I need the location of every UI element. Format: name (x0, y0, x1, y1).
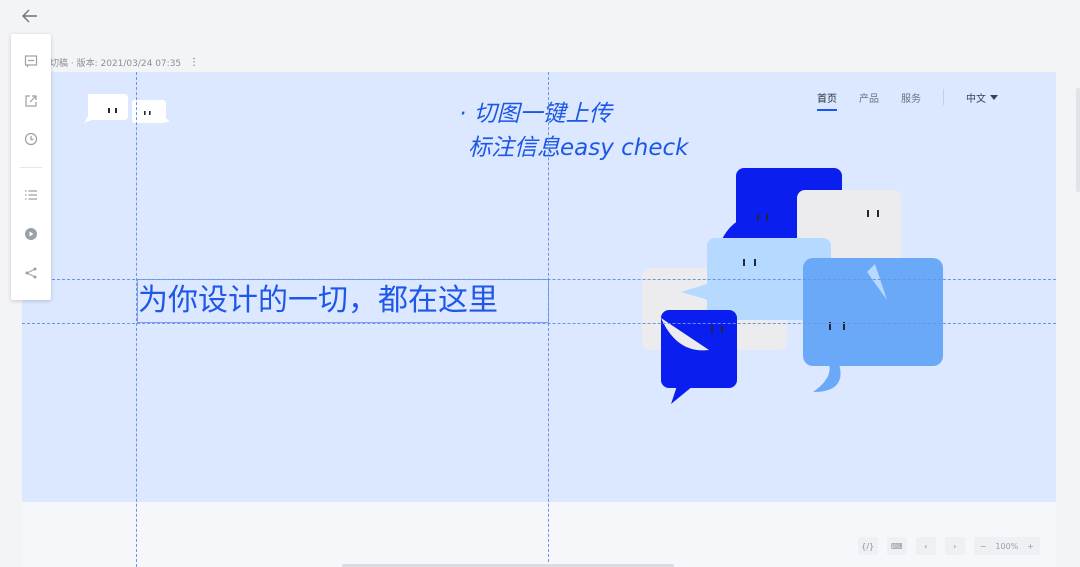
logo-icon (84, 94, 170, 123)
site-nav: 首页 产品 服务 中文 (795, 89, 998, 111)
next-page-button[interactable]: › (944, 537, 965, 555)
play-icon (25, 228, 37, 240)
export-button[interactable] (19, 90, 43, 112)
keyboard-button[interactable]: ⌨ (886, 537, 907, 555)
artboard[interactable]: · 切图一键上传 标注信息easy check 首页 产品 服务 中文 为你设计… (22, 72, 1056, 502)
nav-item-products[interactable]: 产品 (859, 94, 879, 105)
code-button[interactable]: {/} (857, 537, 878, 555)
toolbar-divider (20, 167, 42, 168)
language-select[interactable]: 中文 (966, 90, 998, 105)
back-button[interactable] (18, 5, 42, 27)
prev-page-button[interactable]: ‹ (915, 537, 936, 555)
horizontal-scrollbar[interactable] (342, 564, 674, 567)
zoom-level: 100% (995, 541, 1019, 551)
guide-line-horizontal (22, 323, 1056, 324)
zoom-control: − 100% + (973, 537, 1040, 555)
language-label: 中文 (966, 94, 986, 105)
comment-icon (24, 55, 38, 68)
play-button[interactable] (19, 223, 43, 245)
zoom-out-button[interactable]: − (979, 541, 987, 551)
share-icon (25, 267, 37, 279)
top-bar (0, 0, 1080, 34)
history-icon (24, 132, 38, 146)
arrow-left-icon (22, 9, 37, 23)
share-button[interactable] (19, 262, 43, 284)
caret-down-icon (990, 94, 998, 100)
mid-blue-bubble (803, 258, 943, 366)
nav-item-services[interactable]: 服务 (901, 94, 921, 105)
left-toolbar (11, 34, 51, 300)
guide-line-vertical (548, 72, 549, 567)
design-canvas[interactable]: · 切图一键上传 标注信息easy check 首页 产品 服务 中文 为你设计… (22, 72, 1056, 567)
vertical-scrollbar[interactable] (1076, 88, 1080, 192)
zoom-in-button[interactable]: + (1027, 541, 1034, 551)
chat-bubbles-illustration (642, 168, 943, 404)
comment-button[interactable] (19, 50, 43, 72)
nav-divider (943, 89, 944, 105)
version-text: 切稿 · 版本: 2021/03/24 07:35 (50, 59, 182, 69)
list-button[interactable] (19, 184, 43, 206)
hero-headline[interactable]: 为你设计的一切，都在这里 (137, 279, 549, 323)
slogan-line-2: 标注信息easy check (468, 135, 689, 161)
history-button[interactable] (19, 128, 43, 150)
guide-line-vertical (136, 72, 137, 567)
nav-item-home[interactable]: 首页 (817, 90, 837, 111)
slogan-line-1: · 切图一键上传 (459, 101, 612, 127)
bottom-toolbar: {/} ⌨ ‹ › − 100% + (857, 537, 1040, 555)
version-info: 切稿 · 版本: 2021/03/24 07:35 ⋮ (50, 56, 199, 69)
export-icon (25, 95, 37, 107)
more-options-button[interactable]: ⋮ (189, 57, 200, 68)
list-icon (25, 190, 37, 200)
guide-line-horizontal (22, 279, 1056, 280)
